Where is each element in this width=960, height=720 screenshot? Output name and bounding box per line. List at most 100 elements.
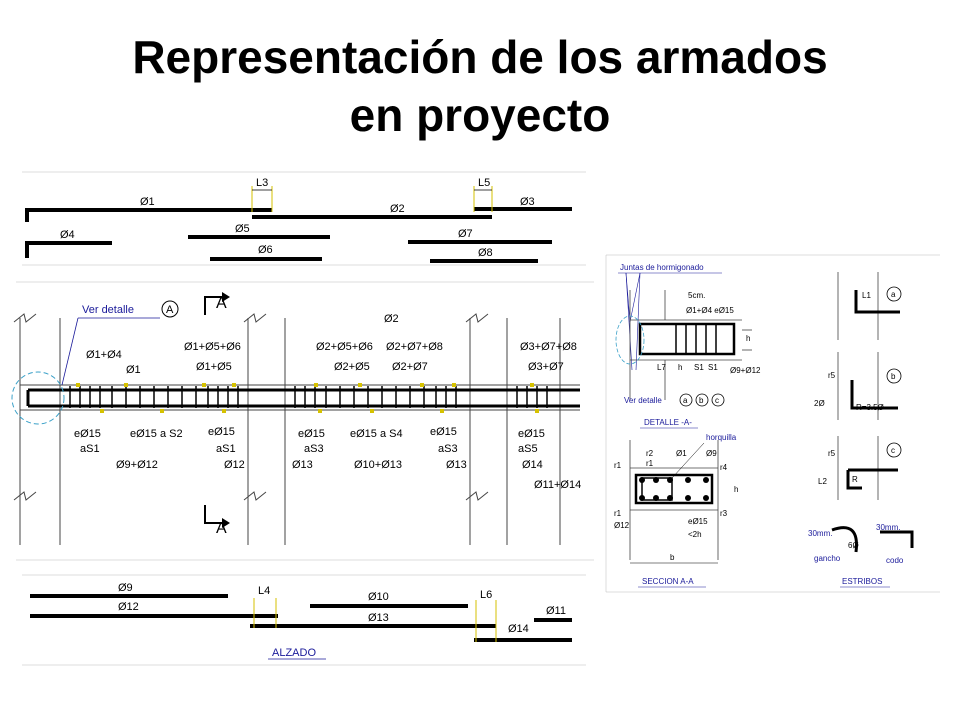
elev-span2-o13-right: Ø13 xyxy=(446,459,467,471)
elev-label-o2-o5: Ø2+Ø5 xyxy=(334,361,370,373)
section-r4: r4 xyxy=(720,463,728,472)
elev-span1-as1-right: aS1 xyxy=(216,443,236,455)
detail-bars-bottom: Ø9+Ø12 xyxy=(730,366,761,375)
elev-label-o3-o7-o8: Ø3+Ø7+Ø8 xyxy=(520,341,577,353)
section-r1-a: r1 xyxy=(614,461,622,470)
bar-o1 xyxy=(25,208,272,222)
label-o7: Ø7 xyxy=(458,228,473,240)
label-o11: Ø11 xyxy=(546,605,566,617)
detail-cover: 5cm. xyxy=(688,291,705,300)
bar-o4 xyxy=(25,241,112,258)
detail-a: Juntas de hormigonado 5cm. Ø1+Ø4 eØ15 Ø9… xyxy=(605,254,940,593)
elev-span2-o10-o13: Ø10+Ø13 xyxy=(354,459,402,471)
elev-label-o2-o7-o8: Ø2+Ø7+Ø8 xyxy=(386,341,443,353)
detail-stirrup xyxy=(638,322,736,356)
elev-span1-o9-o12: Ø9+Ø12 xyxy=(116,459,158,471)
label-o13: Ø13 xyxy=(368,612,389,624)
top-bar-schedule: L3 L5 Ø1 Ø2 Ø3 Ø4 Ø5 Ø6 Ø7 Ø8 xyxy=(22,171,586,266)
detail-ref-a: a xyxy=(683,396,688,405)
detail-dim-h: h xyxy=(678,363,682,372)
section-b: b xyxy=(670,553,675,562)
estribo-l2: L2 xyxy=(818,477,827,486)
label-o1: Ø1 xyxy=(140,196,155,208)
estribo-l1: L1 xyxy=(862,291,871,300)
section-a-a: horquilla Ø1 Ø9 r1 r2 r1 r4 r1 r3 h Ø12 … xyxy=(614,433,738,588)
label-o3: Ø3 xyxy=(520,196,535,208)
detail-ref-b: b xyxy=(699,396,704,405)
beam-elevation: Ver detalle A A A Ø1+Ø4 Ø1 Ø1+Ø5+Ø6 Ø1+Ø… xyxy=(11,281,594,561)
section-stirrup xyxy=(634,473,714,505)
section-r1-c: r1 xyxy=(614,509,622,518)
elev-label-o1-o5-o6: Ø1+Ø5+Ø6 xyxy=(184,341,241,353)
section-lt-2h: <2h xyxy=(688,530,702,539)
elev-span2-e15-as4: eØ15 a S4 xyxy=(350,428,403,440)
elev-span2-e15-left: eØ15 xyxy=(298,428,325,440)
elev-span1-e15-right: eØ15 xyxy=(208,426,235,438)
elev-label-o1-o5: Ø1+Ø5 xyxy=(196,361,232,373)
section-r1-b: r1 xyxy=(646,459,654,468)
section-o1: Ø1 xyxy=(676,449,687,458)
detail-dim-h-right: h xyxy=(746,334,750,343)
detail-dim-s1-a: S1 xyxy=(694,363,704,372)
estribo-r35: R=3.5Ø xyxy=(856,403,884,412)
detail-ref-a: A xyxy=(166,304,174,316)
label-o6: Ø6 xyxy=(258,244,273,256)
bottom-bar-schedule: L4 L6 Ø9 Ø12 Ø10 Ø13 Ø11 Ø14 ALZADO xyxy=(22,574,586,666)
estribo-ref-c: c xyxy=(891,446,895,455)
length-l4: L4 xyxy=(258,585,270,597)
length-l3: L3 xyxy=(256,177,268,189)
elev-label-o2-o7: Ø2+Ø7 xyxy=(392,361,428,373)
section-e15: eØ15 xyxy=(688,517,708,526)
juntas-label: Juntas de hormigonado xyxy=(620,263,704,272)
label-o10: Ø10 xyxy=(368,591,389,603)
alzado-caption: ALZADO xyxy=(272,647,316,659)
elev-span3-o11-o14: Ø11+Ø14 xyxy=(534,479,581,491)
hook-gancho: gancho xyxy=(814,554,841,563)
elev-span3-o14: Ø14 xyxy=(522,459,543,471)
section-r3: r3 xyxy=(720,509,728,518)
label-o9: Ø9 xyxy=(118,582,133,594)
elev-label-o1: Ø1 xyxy=(126,364,141,376)
detail-dim-l7: L7 xyxy=(657,363,666,372)
elev-label-o2: Ø2 xyxy=(384,313,399,325)
estribo-r: R xyxy=(852,475,858,484)
estribo-r5-a: r5 xyxy=(828,371,836,380)
label-o5: Ø5 xyxy=(235,223,250,235)
elev-span1-o12: Ø12 xyxy=(224,459,245,471)
estribo-2o: 2Ø xyxy=(814,399,825,408)
elev-span3-as5: aS5 xyxy=(518,443,538,455)
section-o9: Ø9 xyxy=(706,449,717,458)
section-mark-bottom: A xyxy=(216,520,227,537)
ver-detalle-label: Ver detalle xyxy=(82,304,134,316)
estribo-r5-b: r5 xyxy=(828,449,836,458)
detail-dim-s1-b: S1 xyxy=(708,363,718,372)
stirrups xyxy=(69,386,548,408)
estribo-ref-b: b xyxy=(891,372,896,381)
section-h: h xyxy=(734,485,738,494)
slide-title-line1: Representación de los armados xyxy=(132,31,828,83)
elev-label-o1-o4: Ø1+Ø4 xyxy=(86,349,122,361)
hook-codo: codo xyxy=(886,556,904,565)
elev-span3-e15: eØ15 xyxy=(518,428,545,440)
slide-title: Representación de los armados en proyect… xyxy=(0,28,960,144)
hook-30mm-b: 30mm. xyxy=(876,523,900,532)
section-mark-top: A xyxy=(216,295,227,312)
detail-ref-c: c xyxy=(715,396,719,405)
detail-bars-top: Ø1+Ø4 eØ15 xyxy=(686,306,734,315)
estribos: L1 a b r5 2Ø R=3.5Ø c r5 L2 R 30mm. 30mm… xyxy=(808,272,914,588)
label-o12: Ø12 xyxy=(118,601,139,613)
elev-span1-e15-as2: eØ15 a S2 xyxy=(130,428,183,440)
label-o14: Ø14 xyxy=(508,623,529,635)
section-o12: Ø12 xyxy=(614,521,630,530)
elev-label-o3-o7: Ø3+Ø7 xyxy=(528,361,564,373)
slide-title-line2: en proyecto xyxy=(349,89,611,141)
elev-span2-e15-right: eØ15 xyxy=(430,426,457,438)
elev-span2-as3-left: aS3 xyxy=(304,443,324,455)
label-o4: Ø4 xyxy=(60,229,75,241)
section-r2: r2 xyxy=(646,449,654,458)
hook-6o: 6Ø xyxy=(848,541,859,550)
hook-30mm-a: 30mm. xyxy=(808,529,832,538)
elev-label-o2-o5-o6: Ø2+Ø5+Ø6 xyxy=(316,341,373,353)
length-l6: L6 xyxy=(480,589,492,601)
